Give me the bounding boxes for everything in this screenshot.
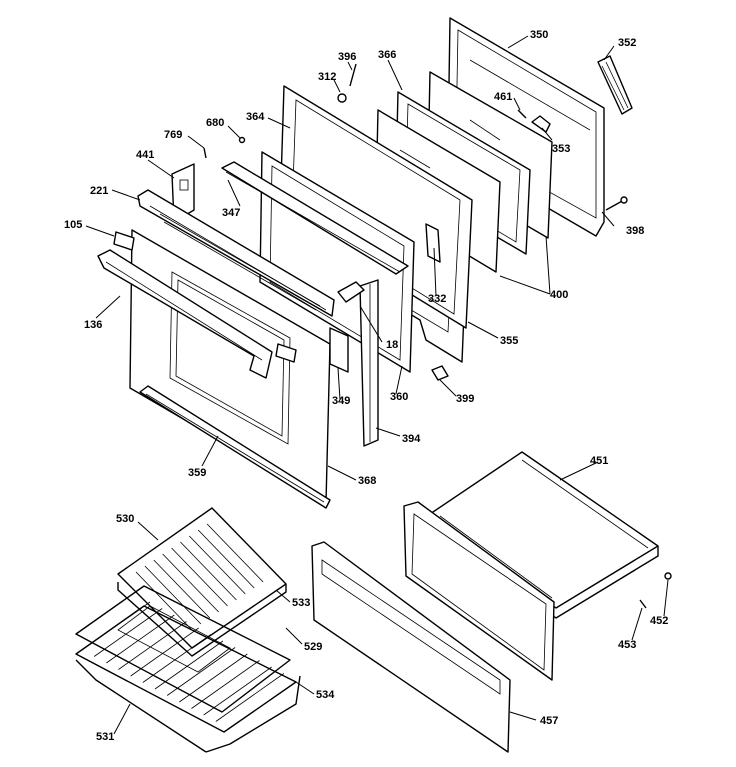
hinge-strip-352 [597, 55, 633, 115]
screw-680 [238, 136, 246, 144]
broiler-pan-insert-533 [117, 582, 287, 657]
label-396: 396 [338, 51, 356, 63]
label-534: 534 [316, 689, 335, 701]
part-labels: 350 352 366 396 312 461 353 364 680 769 … [64, 29, 668, 743]
label-360: 360 [390, 391, 408, 403]
screw-461 [517, 109, 527, 119]
label-332: 332 [428, 293, 446, 305]
label-452: 452 [650, 615, 668, 627]
label-451: 451 [590, 455, 608, 467]
label-531: 531 [96, 731, 114, 743]
screw-453 [639, 599, 647, 609]
label-312: 312 [318, 71, 336, 83]
clip-353 [531, 115, 551, 133]
label-221: 221 [90, 185, 108, 197]
label-399: 399 [456, 393, 474, 405]
screw-398 [605, 196, 628, 211]
nut-312 [337, 93, 347, 103]
label-533: 533 [292, 597, 310, 609]
screw-396 [349, 63, 357, 87]
oven-rack-534 [75, 601, 297, 733]
screw-452 [664, 572, 672, 580]
label-352: 352 [618, 37, 636, 49]
oven-rack-529 [75, 585, 291, 713]
label-769: 769 [164, 129, 182, 141]
clip-349 [329, 327, 349, 373]
label-366: 366 [378, 49, 396, 61]
label-353: 353 [552, 143, 570, 155]
label-347: 347 [222, 207, 240, 219]
label-461: 461 [494, 91, 512, 103]
control-panel-221 [137, 189, 335, 317]
label-530: 530 [116, 513, 134, 525]
label-350: 350 [530, 29, 548, 41]
side-channel-394 [359, 279, 379, 447]
badge-105 [113, 231, 297, 363]
label-359: 359 [188, 467, 206, 479]
oven-rack-531 [75, 659, 301, 753]
label-394: 394 [402, 433, 421, 445]
label-368: 368 [358, 475, 376, 487]
screw-769 [203, 147, 207, 159]
broiler-pan-530 [117, 507, 287, 649]
door-handle-136 [97, 249, 273, 379]
label-355: 355 [500, 335, 518, 347]
label-398: 398 [626, 225, 644, 237]
door-bottom-trim-359 [139, 385, 331, 509]
label-529: 529 [304, 641, 322, 653]
label-400: 400 [550, 289, 568, 301]
label-364: 364 [246, 111, 265, 123]
label-136: 136 [84, 319, 102, 331]
drawer-inner-panel [403, 501, 555, 681]
label-18: 18 [386, 339, 398, 351]
latch-332 [425, 223, 441, 263]
label-349: 349 [332, 395, 350, 407]
clip-399 [431, 365, 449, 381]
label-453: 453 [618, 639, 636, 651]
label-680: 680 [206, 117, 224, 129]
label-105: 105 [64, 219, 82, 231]
door-trim-347 [221, 161, 409, 275]
bracket-18 [337, 281, 365, 303]
drawer-front-457 [311, 541, 511, 753]
leader-lines [85, 35, 669, 735]
label-457: 457 [540, 715, 558, 727]
label-441: 441 [136, 149, 154, 161]
